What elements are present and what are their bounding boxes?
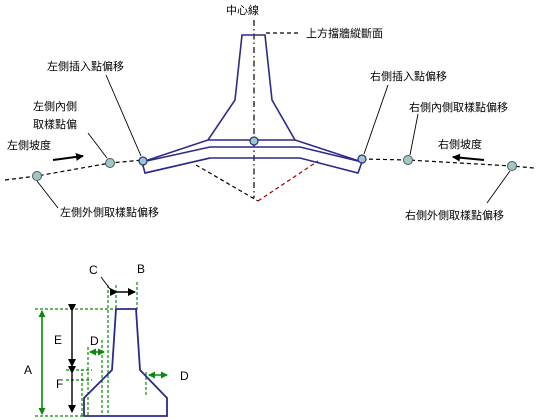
wall-profile [83,308,168,417]
right-slope-label: 右側坡度 [438,137,482,151]
left-inner-sample-point [105,158,115,168]
subgrade-right [257,160,319,202]
wall-inner-line-3 [144,157,211,174]
dimension-d-outer-label: D [180,369,189,383]
left-slope-label: 左側坡度 [7,138,51,152]
dimension-f-label: F [56,377,63,391]
left-inner-offset-label-line2: 取樣點偏 [33,117,77,131]
right-insert-point [357,154,367,164]
upper-section-label: 上方擋牆縱斷面 [306,26,383,40]
subgrade-left [195,164,259,202]
left-outer-offset-label: 左側外側取樣點偏移 [60,205,159,219]
left-slope-arrow [52,152,84,161]
right-ground-line [361,158,535,169]
right-outer-sample-point [507,161,517,171]
right-outer-leader [486,170,511,204]
left-insert-leader [105,74,142,157]
dimension-c-leader [100,276,111,290]
left-ground-line [4,159,144,181]
dimension-a-label: A [24,363,32,377]
left-inner-offset-label-line1: 左側內側 [33,100,77,113]
right-outer-offset-label: 右側外側取樣點偏移 [405,208,504,222]
left-outer-sample-point [32,171,42,181]
left-outer-leader [36,180,59,209]
dimension-guides [35,282,147,417]
right-insert-leader [363,84,389,155]
dimension-c-label: C [89,263,98,277]
dimension-e-label: E [54,333,62,347]
retaining-wall-outline [141,34,364,174]
dimension-d-inner-label: D [90,334,99,348]
left-insert-offset-label: 左側插入點偏移 [47,59,124,73]
right-insert-offset-label: 右側插入點偏移 [370,69,447,83]
dimension-b-label: B [137,262,145,276]
center-point [249,136,259,146]
left-inner-leader [87,132,108,159]
wall-inner-line-2 [141,146,363,163]
right-slope-arrow [452,153,485,162]
right-inner-offset-label: 右側內側取樣點偏移 [409,100,508,114]
right-inner-leader [409,113,419,156]
right-inner-sample-point [403,155,413,165]
center-line-label: 中心線 [226,3,259,17]
left-insert-point [138,156,148,166]
